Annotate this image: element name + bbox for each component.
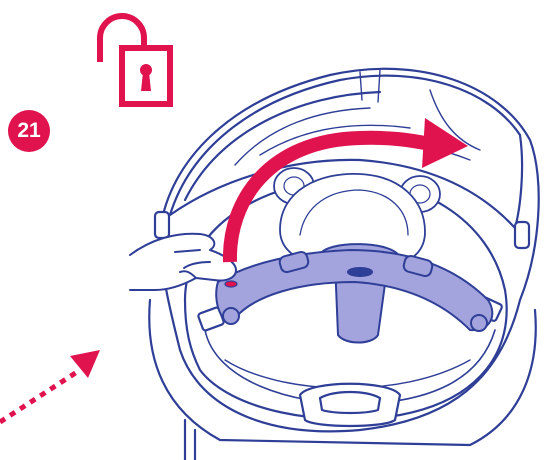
dotted-arrow-icon xyxy=(0,350,100,422)
unlocked-padlock-icon xyxy=(100,16,170,104)
step-number: 21 xyxy=(17,119,40,143)
canopy-pivot-left xyxy=(155,212,169,238)
step-badge: 21 xyxy=(8,110,50,152)
canopy-pivot-right xyxy=(515,222,529,248)
